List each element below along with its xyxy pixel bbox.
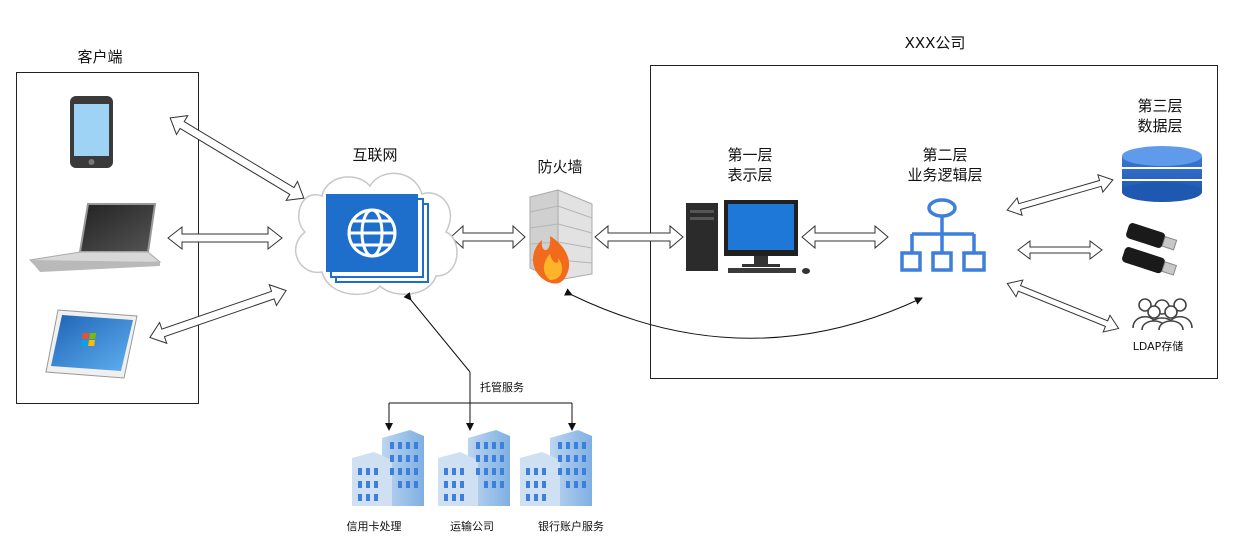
double-arrow-icon <box>169 114 305 202</box>
tier3-line1: 第三层 <box>1137 97 1183 115</box>
firewall-to-tier2-curve <box>563 288 923 339</box>
firewall-icon <box>529 189 593 284</box>
service-label-credit: 信用卡处理 <box>346 520 402 533</box>
double-arrow-icon <box>450 224 526 250</box>
tier1-line2: 表示层 <box>727 165 773 184</box>
windows-logo-icon <box>81 333 96 346</box>
building-icon <box>352 430 424 506</box>
desktop-computer-icon <box>686 200 810 274</box>
service-label-shipping: 运输公司 <box>450 520 494 533</box>
company-title: XXX公司 <box>904 34 966 52</box>
tier2-line1: 第二层 <box>922 146 968 164</box>
double-arrow-icon <box>1006 279 1120 333</box>
firewall-label: 防火墙 <box>537 158 583 176</box>
laptop-icon <box>28 203 162 272</box>
database-icon <box>1122 146 1202 202</box>
building-icon <box>438 430 510 506</box>
hosting-label: 托管服务 <box>480 381 524 394</box>
ldap-label: LDAP存储 <box>1132 340 1184 353</box>
tier3-line2: 数据层 <box>1137 116 1183 135</box>
business-logic-network-icon <box>900 198 986 272</box>
company-group-box <box>650 65 1218 379</box>
double-arrow-icon <box>149 283 287 345</box>
usb-drive-icon <box>1122 223 1178 276</box>
double-arrow-icon <box>167 225 283 251</box>
internet-label: 互联网 <box>352 146 398 164</box>
tier3-label: 第三层 数据层 <box>1110 97 1210 136</box>
tablet-icon <box>45 309 138 379</box>
building-icon <box>520 430 592 506</box>
ldap-users-icon <box>1132 298 1193 331</box>
double-arrow-icon <box>594 224 684 250</box>
client-title: 客户端 <box>77 48 123 66</box>
hosting-connector-tree <box>385 292 576 431</box>
tier2-line2: 业务逻辑层 <box>907 165 983 184</box>
globe-window-icon <box>326 194 429 283</box>
double-arrow-icon <box>1017 240 1103 260</box>
double-arrow-icon <box>1006 173 1114 217</box>
smartphone-icon <box>70 96 113 168</box>
tier1-label: 第一层 表示层 <box>700 146 800 185</box>
service-label-bank: 银行账户服务 <box>538 520 604 533</box>
tier1-line1: 第一层 <box>727 146 773 164</box>
double-arrow-icon <box>801 224 889 250</box>
tier2-label: 第二层 业务逻辑层 <box>880 146 1010 185</box>
internet-cloud <box>294 172 458 296</box>
connector-arrows <box>149 114 1120 345</box>
